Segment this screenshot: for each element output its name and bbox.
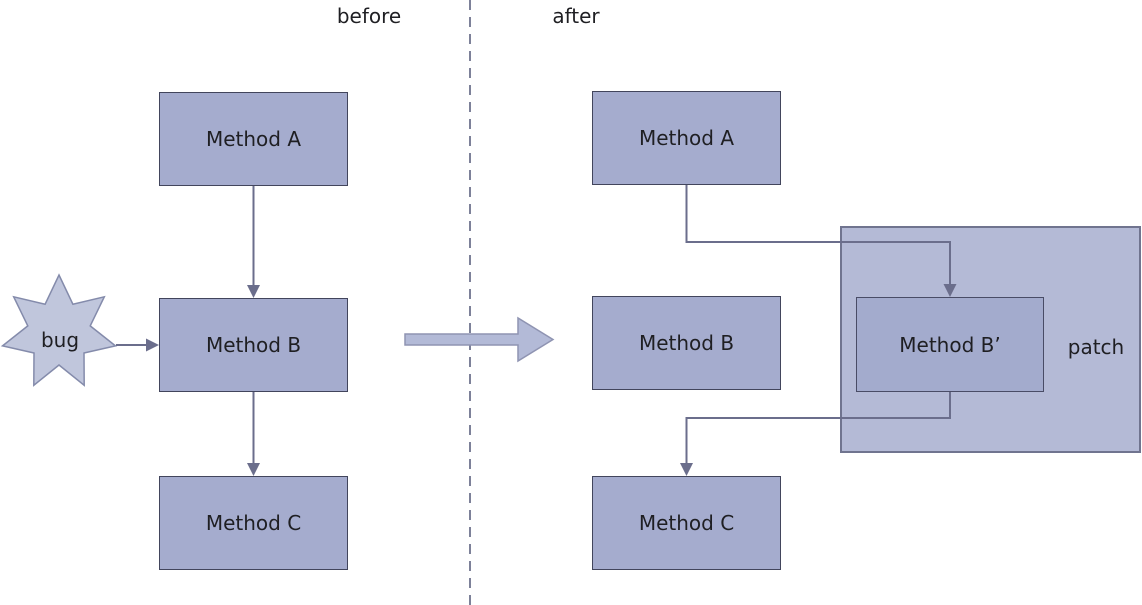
method-c-label-before: Method C	[205, 511, 302, 535]
method-c-box-after: Method C	[592, 476, 781, 570]
method-b-box-after: Method B	[592, 296, 781, 390]
before-section-label: before	[336, 4, 402, 28]
method-b-label-after: Method B	[638, 331, 735, 355]
method-a-box-before: Method A	[159, 92, 348, 186]
arrowhead-bug-to-b	[146, 338, 159, 352]
method-a-label-after: Method A	[638, 126, 735, 150]
transform-arrow-icon	[404, 316, 555, 363]
method-a-label-before: Method A	[205, 127, 302, 151]
method-b-label-before: Method B	[205, 333, 302, 357]
method-b-box-before: Method B	[159, 298, 348, 392]
bug-star-icon	[0, 273, 118, 387]
arrowhead-before-a-to-b	[247, 285, 260, 298]
method-a-box-after: Method A	[592, 91, 781, 185]
method-b-prime-label: Method B’	[899, 332, 1001, 357]
patch-label: patch	[1067, 335, 1125, 359]
after-section-label: after	[552, 4, 600, 28]
arrowhead-after-a-to-bprime	[943, 284, 957, 297]
connector-after-a-to-bprime	[685, 185, 951, 284]
arrowhead-before-b-to-c	[247, 463, 260, 476]
method-c-box-before: Method C	[159, 476, 348, 570]
bug-label: bug	[40, 328, 80, 352]
arrowhead-after-bprime-to-c	[680, 463, 693, 476]
method-b-prime-box: Method B’	[856, 297, 1044, 392]
method-c-label-after: Method C	[638, 511, 735, 535]
connector-after-bprime-to-c	[685, 392, 951, 463]
